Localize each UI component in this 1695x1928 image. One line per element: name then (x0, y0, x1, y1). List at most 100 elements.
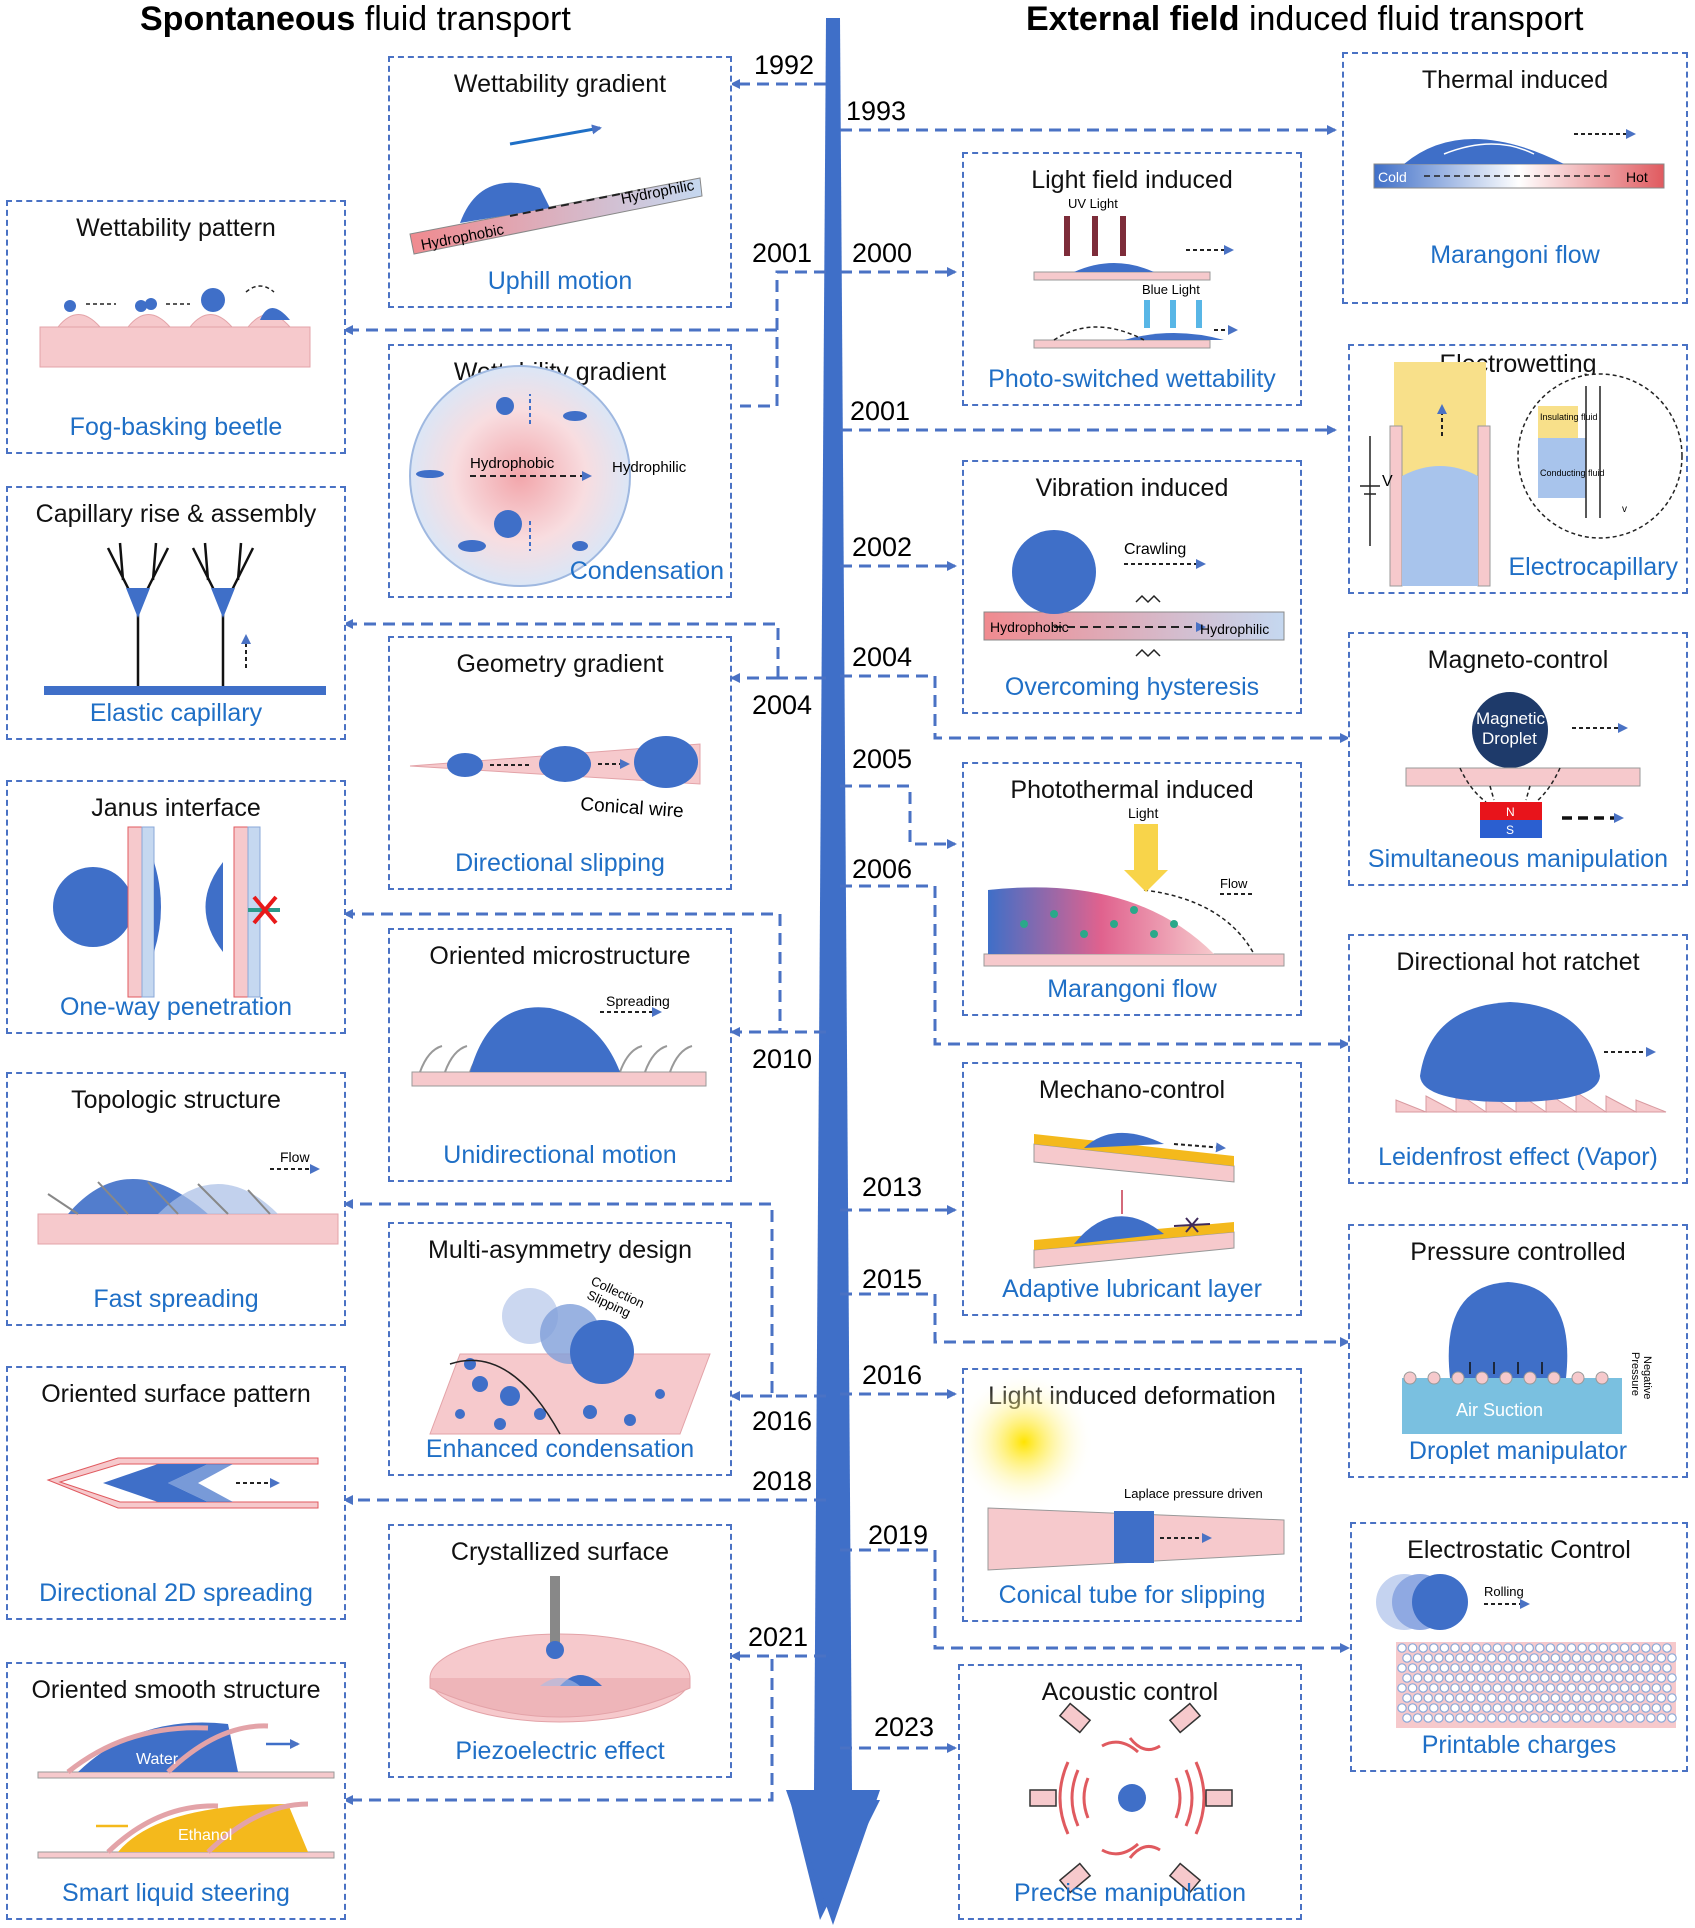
charge-dot (1471, 1663, 1481, 1673)
card-caption: Directional slipping (455, 849, 665, 877)
charge-dot (1656, 1713, 1667, 1723)
card-directional-hot-ratchet: Directional hot ratchet Leidenfrost effe… (1348, 934, 1688, 1184)
charge-dot (1492, 1643, 1503, 1653)
charge-dot (1423, 1713, 1433, 1723)
charge-dot (1630, 1663, 1640, 1673)
charge-dot (1497, 1653, 1508, 1663)
year-label: 2018 (752, 1466, 813, 1496)
charge-dot (1577, 1663, 1587, 1673)
charge-dot (1529, 1713, 1539, 1723)
cold-label: Cold (1378, 169, 1407, 185)
south-pole-label: S (1506, 823, 1514, 837)
charge-dot (1556, 1703, 1566, 1713)
charge-dot (1397, 1663, 1407, 1673)
water-label: Water (136, 1751, 179, 1768)
card-title: Capillary rise & assembly (35, 500, 317, 528)
charge-dot (1640, 1643, 1651, 1653)
charge-dot (1524, 1683, 1534, 1693)
charge-dot (1535, 1703, 1545, 1713)
card-title: Directional hot ratchet (1396, 948, 1640, 976)
elastic-capillary-illustration (44, 542, 326, 695)
light-field-illustration: UV Light Blue Light (1033, 196, 1238, 349)
charge-dot (1434, 1673, 1444, 1683)
charge-dot (1418, 1683, 1428, 1693)
charge-dot (1545, 1683, 1556, 1693)
year-label: 1993 (846, 96, 907, 126)
charge-dot (1662, 1663, 1672, 1673)
smooth-structure-illustration: Water Ethanol (37, 1722, 335, 1859)
card-multi-asymmetry: Multi-asymmetry design Collection Slippi… (388, 1222, 732, 1476)
charge-dot (1635, 1673, 1645, 1683)
vibration-illustration: Hydrophobic Hydrophilic Crawling (983, 530, 1285, 658)
left-header: Spontaneous fluid transport (140, 0, 571, 39)
charge-dot (1423, 1693, 1433, 1703)
charge-dot (1582, 1693, 1592, 1703)
charge-dot (1397, 1703, 1407, 1713)
charge-dot (1566, 1663, 1577, 1673)
charge-dot (1593, 1693, 1603, 1703)
flow-label: Flow (280, 1149, 310, 1165)
card-light-field-induced: Light field induced UV Light Blue Light … (962, 152, 1302, 406)
charge-dot (1582, 1673, 1592, 1683)
charge-dot (1540, 1713, 1550, 1723)
card-oriented-surface-pattern: Oriented surface pattern Directional 2D … (6, 1366, 346, 1620)
hydrophilic-label: Hydrophilic (612, 459, 687, 476)
charge-dot (1518, 1713, 1529, 1723)
conical-wire-label: Conical wire (580, 794, 685, 822)
photothermal-illustration: Light Flow (983, 805, 1285, 967)
charge-dot (1402, 1713, 1412, 1723)
charge-dot (1518, 1693, 1529, 1703)
charge-dot (1439, 1703, 1450, 1713)
card-title: Janus interface (91, 794, 261, 822)
charge-dot (1630, 1683, 1640, 1693)
card-title: Wettability gradient (453, 70, 667, 98)
charge-dot (1513, 1663, 1524, 1673)
charge-dot (1482, 1683, 1492, 1693)
card-title: Oriented surface pattern (41, 1380, 311, 1408)
charge-dot (1577, 1683, 1587, 1693)
fog-basking-beetle-illustration (39, 285, 311, 368)
charge-dot (1609, 1643, 1619, 1653)
card-caption: Fast spreading (93, 1285, 259, 1313)
year-label: 1992 (754, 50, 815, 80)
charge-dot (1588, 1703, 1598, 1713)
card-wettability-gradient-1: Wettability gradient Hydrophobic Hydroph… (388, 56, 732, 308)
card-caption: Printable charges (1421, 1731, 1617, 1759)
charge-dot (1513, 1683, 1524, 1693)
hydrophobic-label: Hydrophobic (470, 455, 555, 472)
charge-dot (1624, 1693, 1635, 1703)
charge-dot (1529, 1673, 1539, 1683)
charge-dot (1535, 1643, 1545, 1653)
card-wettability-pattern: Wettability pattern Fog-basking beetle (6, 200, 346, 454)
charge-dot (1656, 1693, 1667, 1703)
charge-dot (1598, 1683, 1609, 1693)
charge-dot (1513, 1643, 1524, 1653)
year-label: 2001 (850, 396, 911, 426)
voltage-label: V (1382, 473, 1393, 490)
charge-dot (1402, 1673, 1412, 1683)
charge-dot (1624, 1673, 1635, 1683)
charge-dot (1460, 1683, 1471, 1693)
charge-dot (1635, 1653, 1645, 1663)
charge-dot (1588, 1643, 1598, 1653)
card-title: Pressure controlled (1410, 1238, 1626, 1266)
charge-dot (1656, 1673, 1667, 1683)
charge-dot (1471, 1683, 1481, 1693)
charge-dot (1614, 1713, 1624, 1723)
year-label: 2004 (852, 642, 913, 672)
hydrophilic-label: Hydrophilic (1200, 621, 1269, 637)
charge-dot (1455, 1693, 1465, 1703)
card-caption: Piezoelectric effect (455, 1737, 665, 1765)
charge-dot (1465, 1713, 1476, 1723)
pressure-label: Pressure (1629, 1352, 1641, 1396)
charge-dot (1619, 1663, 1630, 1673)
charge-dot (1582, 1653, 1592, 1663)
card-title: Thermal induced (1421, 66, 1609, 94)
rolling-label: Rolling (1484, 1584, 1524, 1599)
charge-dot (1508, 1693, 1518, 1703)
charge-dot (1635, 1693, 1645, 1703)
card-caption: One-way penetration (59, 993, 293, 1021)
charge-dot (1603, 1693, 1614, 1703)
charge-dot (1450, 1683, 1460, 1693)
charge-dot (1635, 1713, 1645, 1723)
